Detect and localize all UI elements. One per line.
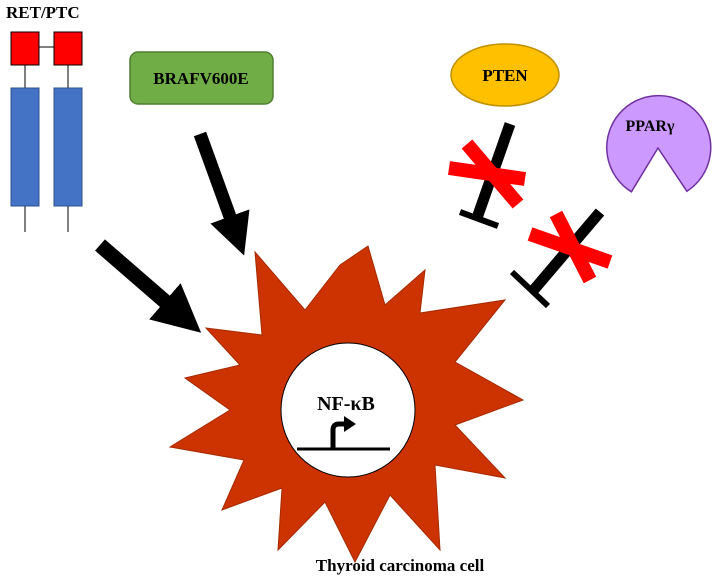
braf-box <box>129 51 274 105</box>
receptor-body-left <box>10 87 40 207</box>
nucleus <box>280 342 416 478</box>
arrow-ret-to-cell <box>95 239 202 333</box>
pparg-node: PPARγ <box>606 94 712 193</box>
receptor-body-right <box>53 87 83 207</box>
braf-label: BRAFV600E <box>153 69 248 88</box>
braf-node: BRAFV600E <box>129 51 274 105</box>
red-x-cross-icon <box>527 210 613 284</box>
gene-promoter-arrow-icon <box>297 416 390 451</box>
cell-caption: Thyroid carcinoma cell <box>316 556 485 575</box>
pten-inhibition-blocked <box>447 122 527 229</box>
pten-node: PTEN <box>450 43 560 107</box>
pparg-inhibition-bar <box>509 269 551 309</box>
arrow-braf-to-cell <box>193 131 250 256</box>
pten-ellipse <box>450 43 560 107</box>
nfkb-label: NF-κB <box>317 393 375 415</box>
ret-ptc-receptor: RET/PTC <box>6 3 83 232</box>
pparg-shape <box>606 94 712 193</box>
red-x-cross-icon <box>447 139 527 209</box>
ret-ptc-label: RET/PTC <box>6 3 80 22</box>
pten-label: PTEN <box>482 66 528 85</box>
pparg-label: PPARγ <box>626 118 675 135</box>
receptor-head-left <box>10 31 40 66</box>
pten-inhibition-bar <box>458 209 500 229</box>
pparg-inhibition-blocked <box>509 208 613 309</box>
receptor-head-right <box>53 31 83 66</box>
